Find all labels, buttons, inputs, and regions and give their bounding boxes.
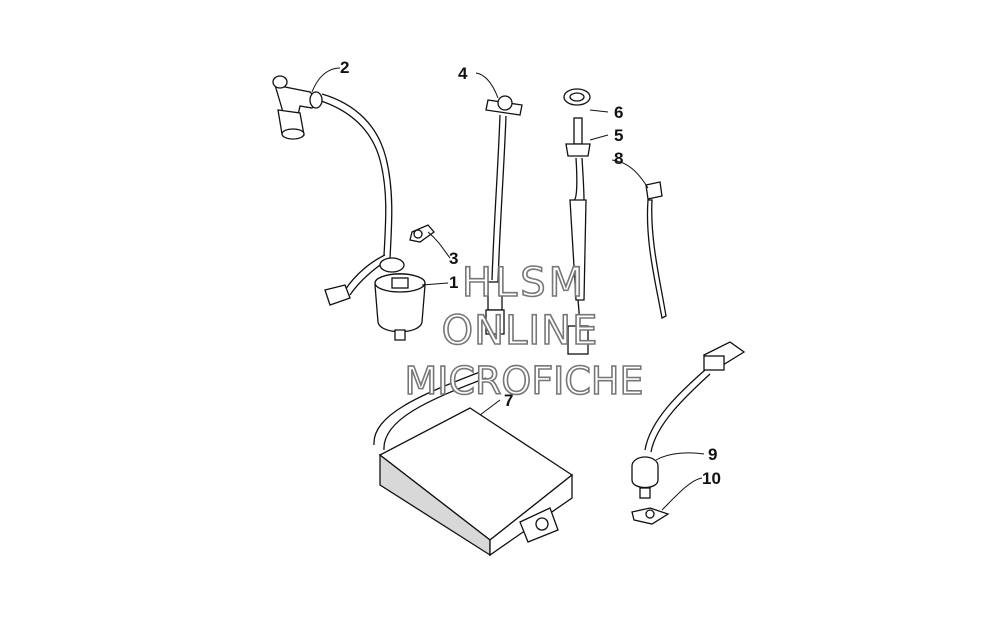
watermark-line-1: HLSM xyxy=(462,260,586,306)
watermark-line-2: ONLINE xyxy=(442,308,599,354)
watermark: HLSM ONLINE MICROFICHE xyxy=(404,259,645,404)
temperature-sensor-part[interactable] xyxy=(565,117,591,355)
callout-leaders xyxy=(311,67,705,511)
cable-tie-part[interactable] xyxy=(645,181,667,319)
callout-1: 1 xyxy=(449,273,458,292)
callout-3: 3 xyxy=(449,249,458,268)
callout-10: 10 xyxy=(702,469,721,488)
bracket-part[interactable] xyxy=(631,507,670,525)
sensor-part[interactable] xyxy=(485,95,523,335)
washer-part[interactable] xyxy=(563,88,591,106)
spark-plug-cap-part[interactable] xyxy=(272,75,393,259)
cdi-unit-part[interactable] xyxy=(373,371,574,557)
callout-7: 7 xyxy=(504,391,513,410)
callout-6: 6 xyxy=(614,103,623,122)
callout-8: 8 xyxy=(614,149,623,168)
watermark-line-3: MICROFICHE xyxy=(404,359,643,403)
callout-4: 4 xyxy=(458,64,468,83)
knock-sensor-part[interactable] xyxy=(631,341,746,499)
clip-part[interactable] xyxy=(409,224,435,243)
callout-5: 5 xyxy=(614,126,623,145)
ignition-coil-part[interactable] xyxy=(324,254,426,341)
callout-2: 2 xyxy=(340,58,349,77)
callout-9: 9 xyxy=(708,445,717,464)
